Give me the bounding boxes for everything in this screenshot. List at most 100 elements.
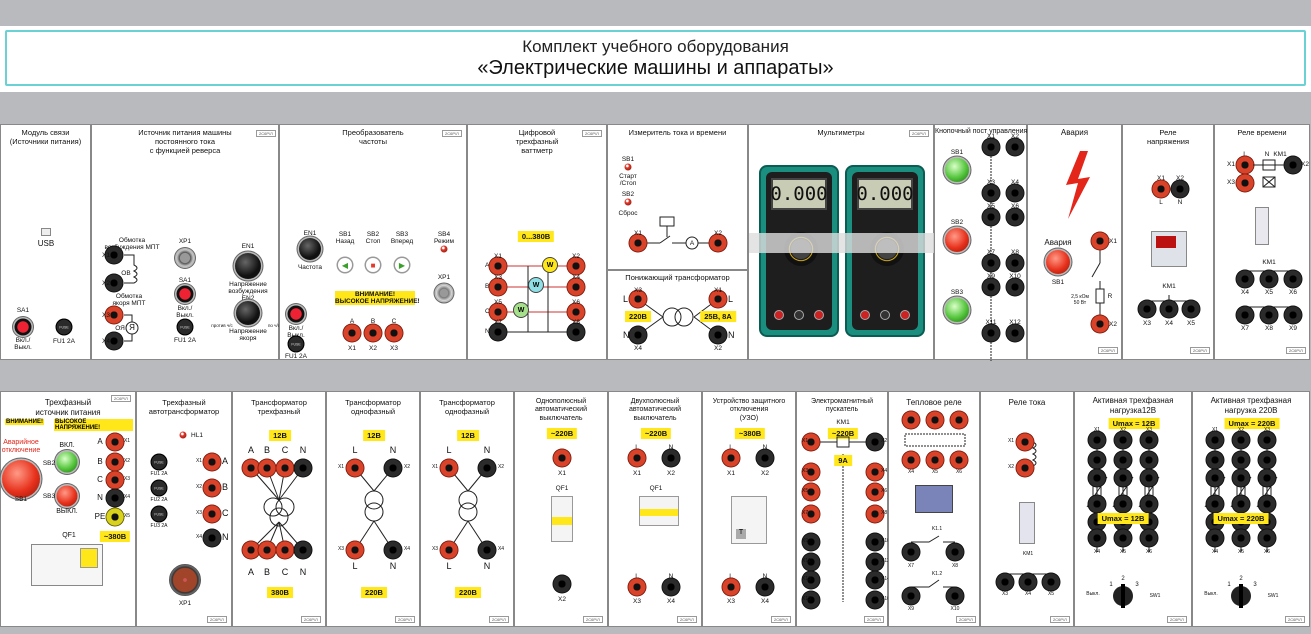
x2-terminal[interactable] [755,448,775,468]
x4-terminal[interactable] [661,577,681,597]
x2-terminal[interactable] [477,458,497,478]
x5-terminal[interactable] [105,507,125,527]
x3-terminal[interactable] [202,504,222,524]
x4-terminal[interactable] [628,325,648,345]
x3-terminal[interactable] [1257,430,1277,450]
x8-terminal[interactable] [945,542,965,562]
x3-terminal[interactable] [1137,299,1157,319]
x4-terminal[interactable] [755,577,775,597]
time-relay-module[interactable] [1255,207,1269,245]
x13-terminal[interactable] [801,570,821,590]
sb3-forward-button[interactable]: ▶ [395,258,409,272]
sb3-button[interactable] [945,298,969,322]
x1-terminal[interactable] [1235,155,1255,175]
multimeter-jack[interactable] [814,310,824,320]
x2-terminal[interactable] [1015,458,1035,478]
x3-terminal[interactable] [1235,173,1255,193]
rcd-device[interactable]: T [731,496,767,544]
qf1-handle[interactable] [80,548,98,568]
x2-terminal[interactable] [708,233,728,253]
load-terminal-2-2[interactable] [1231,468,1251,488]
watt-sensor-3[interactable]: W [514,303,528,317]
x1-terminal[interactable] [1087,430,1107,450]
load-terminal-2-1[interactable] [1113,450,1133,470]
x3-terminal[interactable] [1139,430,1159,450]
x3-terminal[interactable] [345,540,365,560]
en2-knob[interactable] [236,301,260,325]
load-terminal-1-3[interactable] [1087,494,1107,514]
x1-terminal[interactable] [901,410,921,430]
x2-terminal[interactable] [552,574,572,594]
x16-terminal[interactable] [865,590,885,610]
x1-terminal[interactable] [981,137,1001,157]
sw1-selector[interactable] [1113,584,1133,608]
x1-terminal[interactable] [628,233,648,253]
thermal-relay-device[interactable] [915,485,953,513]
load-terminal-3-2[interactable] [1139,468,1159,488]
x4-terminal[interactable] [865,462,885,482]
x3-terminal[interactable] [105,470,125,490]
current-relay-module[interactable] [1019,502,1035,544]
x1-terminal[interactable] [1090,231,1110,251]
x1-terminal[interactable] [488,256,508,276]
x6-terminal[interactable] [1139,528,1159,548]
x1-terminal[interactable] [104,245,124,265]
x11-terminal[interactable] [801,552,821,572]
load-terminal-2-1[interactable] [1231,450,1251,470]
sb2-stop-button[interactable]: ■ [366,258,380,272]
x12-terminal[interactable] [1005,323,1025,343]
a-out-terminal[interactable] [241,540,261,560]
load-terminal-2-3[interactable] [1113,494,1133,514]
x6-terminal[interactable] [1257,528,1277,548]
x2-terminal[interactable] [1283,155,1303,175]
sb2-led[interactable] [624,198,632,206]
load-terminal-3-1[interactable] [1257,450,1277,470]
x14-terminal[interactable] [865,570,885,590]
x1-terminal[interactable] [202,452,222,472]
x8-terminal[interactable] [566,322,586,342]
x2-terminal[interactable] [1231,430,1251,450]
sw1-selector[interactable] [1231,584,1251,608]
watt-sensor-1[interactable]: W [543,258,557,272]
x5-terminal[interactable] [981,207,1001,227]
c-out-terminal[interactable] [275,540,295,560]
emergency-button[interactable] [2,460,40,498]
x7-terminal[interactable] [801,504,821,524]
a-in-terminal[interactable] [241,458,261,478]
usb-port[interactable] [41,228,51,236]
x3-terminal[interactable] [949,410,969,430]
x10-terminal[interactable] [945,586,965,606]
sa1-switch[interactable] [14,318,32,336]
x3-terminal[interactable] [104,305,124,325]
x9-terminal[interactable] [1283,305,1303,325]
x4-terminal[interactable] [202,528,222,548]
power-switch[interactable] [287,305,305,323]
x1-terminal[interactable] [552,448,572,468]
x5-terminal[interactable] [1113,528,1133,548]
x3-terminal[interactable] [384,323,404,343]
load-terminal-1-1[interactable] [1087,450,1107,470]
sb2-button[interactable] [945,228,969,252]
relay-module[interactable] [1151,231,1187,267]
x1-terminal[interactable] [627,448,647,468]
x4-terminal[interactable] [1159,299,1179,319]
x4-terminal[interactable] [383,540,403,560]
x6-terminal[interactable] [1283,269,1303,289]
x5-terminal[interactable] [1259,269,1279,289]
x1-terminal[interactable] [105,432,125,452]
x6-terminal[interactable] [865,482,885,502]
x4-terminal[interactable] [105,488,125,508]
x1-terminal[interactable] [1015,432,1035,452]
b-in-terminal[interactable] [257,458,277,478]
x1-terminal[interactable] [1205,430,1225,450]
x2-terminal[interactable] [104,273,124,293]
sa1-switch[interactable] [176,285,194,303]
x5-terminal[interactable] [1231,528,1251,548]
x1-terminal[interactable] [439,458,459,478]
multimeter-jack[interactable] [880,310,890,320]
x4-terminal[interactable] [477,540,497,560]
xp1-socket[interactable] [176,249,194,267]
x2-terminal[interactable] [1113,430,1133,450]
x2-terminal[interactable] [363,323,383,343]
x15-terminal[interactable] [801,590,821,610]
